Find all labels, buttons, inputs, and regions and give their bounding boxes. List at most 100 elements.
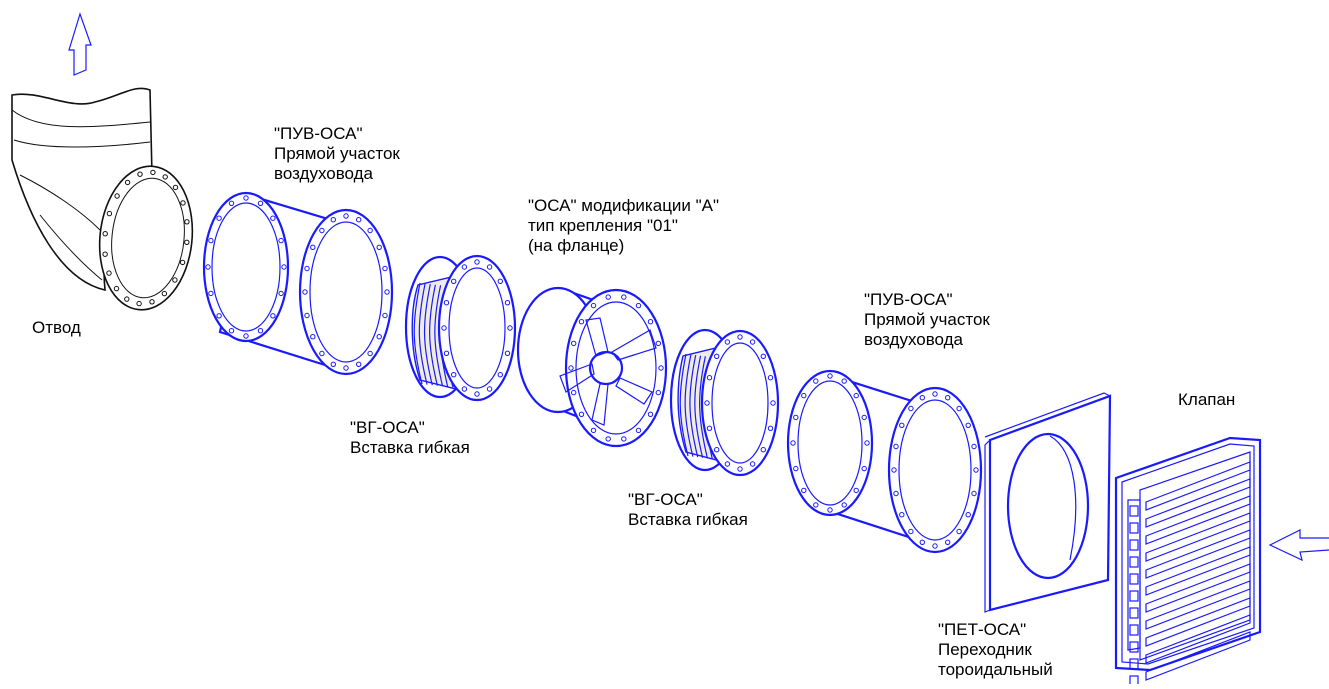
bolt-hole	[767, 425, 774, 431]
bolt-hole	[760, 353, 766, 359]
bolt-hole	[137, 171, 143, 177]
louvre-slat	[1145, 495, 1251, 545]
corrugation-line	[429, 284, 438, 386]
label-valve: Клапан	[1178, 390, 1236, 409]
bolt-hole	[655, 340, 661, 347]
bolt-hole	[106, 210, 113, 217]
corrugation-line	[689, 354, 699, 458]
bolt-hole	[932, 543, 938, 549]
bolt-hole	[243, 333, 249, 339]
bolt-hole	[647, 411, 654, 417]
bolt-hole	[330, 361, 336, 367]
bolt-hole	[770, 400, 776, 406]
corrugation-line	[418, 283, 428, 385]
bolt-hole	[714, 447, 720, 453]
bolt-hole	[356, 361, 362, 367]
bolt-hole	[853, 487, 859, 494]
bolt-hole	[908, 405, 914, 412]
bolt-hole	[216, 215, 222, 221]
bolt-hole	[891, 467, 897, 473]
bolt-hole	[114, 193, 120, 199]
bolt-hole	[864, 440, 870, 446]
bolt-hole	[568, 365, 574, 371]
bolt-hole	[343, 365, 349, 371]
bolt-hole	[655, 389, 661, 396]
corrugation-line	[679, 353, 689, 457]
bolt-hole	[343, 213, 349, 219]
bolt-hole	[932, 391, 938, 397]
bolt-hole	[356, 217, 362, 223]
slat-bearing	[1129, 675, 1139, 687]
bolt-hole	[228, 200, 235, 207]
bolt-hole	[216, 313, 222, 319]
bolt-hole	[605, 436, 611, 442]
bolt-hole	[801, 487, 807, 494]
bolt-hole	[945, 395, 951, 401]
bolt-hole	[971, 490, 977, 497]
label-flexible-insert-2: "ВГ-ОСА" Вставка гибкая	[628, 490, 748, 529]
louvre-slat	[1145, 478, 1251, 528]
bolt-hole	[861, 465, 867, 472]
bolt-hole	[635, 302, 642, 309]
bolt-hole	[793, 414, 799, 421]
bolt-hole	[578, 319, 585, 325]
bolt-hole	[384, 289, 390, 295]
bolt-hole	[150, 169, 156, 176]
louvre-valve	[1114, 436, 1262, 687]
bolt-hole	[956, 405, 962, 412]
flexible-insert-2	[669, 328, 780, 477]
bolt-hole	[161, 290, 168, 297]
bolt-hole	[367, 350, 373, 357]
label-adapter: "ПЕТ-ОСА" Переходник тороидальный	[938, 620, 1053, 679]
bolt-hole	[474, 391, 480, 397]
bolt-hole	[474, 259, 480, 265]
slat-bearing	[1129, 590, 1139, 602]
bolt-hole	[124, 296, 130, 302]
slat-bearing	[1129, 556, 1139, 568]
bolt-hole	[621, 294, 627, 300]
louvre-slat	[1145, 512, 1251, 562]
bolt-hole	[310, 334, 316, 340]
corrugation-line	[423, 283, 433, 386]
slat-bearing	[1129, 522, 1139, 534]
bolt-hole	[208, 237, 214, 244]
bolt-hole	[827, 507, 833, 513]
bolt-hole	[497, 278, 503, 284]
bolt-hole	[208, 290, 214, 297]
bolt-hole	[443, 300, 450, 306]
bolt-hole	[908, 528, 914, 535]
bolt-hole	[801, 392, 807, 399]
slat-bearing	[1129, 641, 1139, 653]
louvre-slat	[1145, 631, 1251, 681]
bolt-hole	[749, 339, 756, 345]
bolt-hole	[486, 386, 493, 392]
bolt-hole	[647, 319, 654, 325]
bolt-hole	[382, 312, 388, 319]
bolt-hole	[461, 386, 468, 392]
bolt-hole	[106, 270, 112, 276]
bolt-hole	[451, 278, 457, 284]
bolt-hole	[319, 350, 325, 357]
slat-bearing	[1129, 607, 1139, 619]
bolt-hole	[749, 461, 756, 467]
corrugation-line	[694, 355, 704, 458]
louvre-slat	[1145, 597, 1251, 647]
arrow-up-icon	[68, 12, 92, 76]
bolt-hole	[899, 422, 905, 428]
bolt-hole	[281, 264, 287, 270]
arrow-left-icon	[1268, 529, 1329, 562]
bolt-hole	[136, 300, 142, 307]
bolt-hole	[704, 400, 710, 406]
bolt-hole	[621, 436, 627, 442]
bolt-hole	[302, 289, 308, 295]
flexible-insert-1	[404, 254, 517, 402]
bolt-hole	[714, 353, 720, 359]
bolt-hole	[767, 375, 774, 381]
bolt-hole	[102, 251, 108, 257]
bolt-hole	[257, 200, 264, 207]
bolt-hole	[578, 411, 585, 417]
louvre-slat	[1145, 529, 1251, 579]
bolt-hole	[724, 339, 731, 345]
bolt-hole	[184, 239, 190, 246]
